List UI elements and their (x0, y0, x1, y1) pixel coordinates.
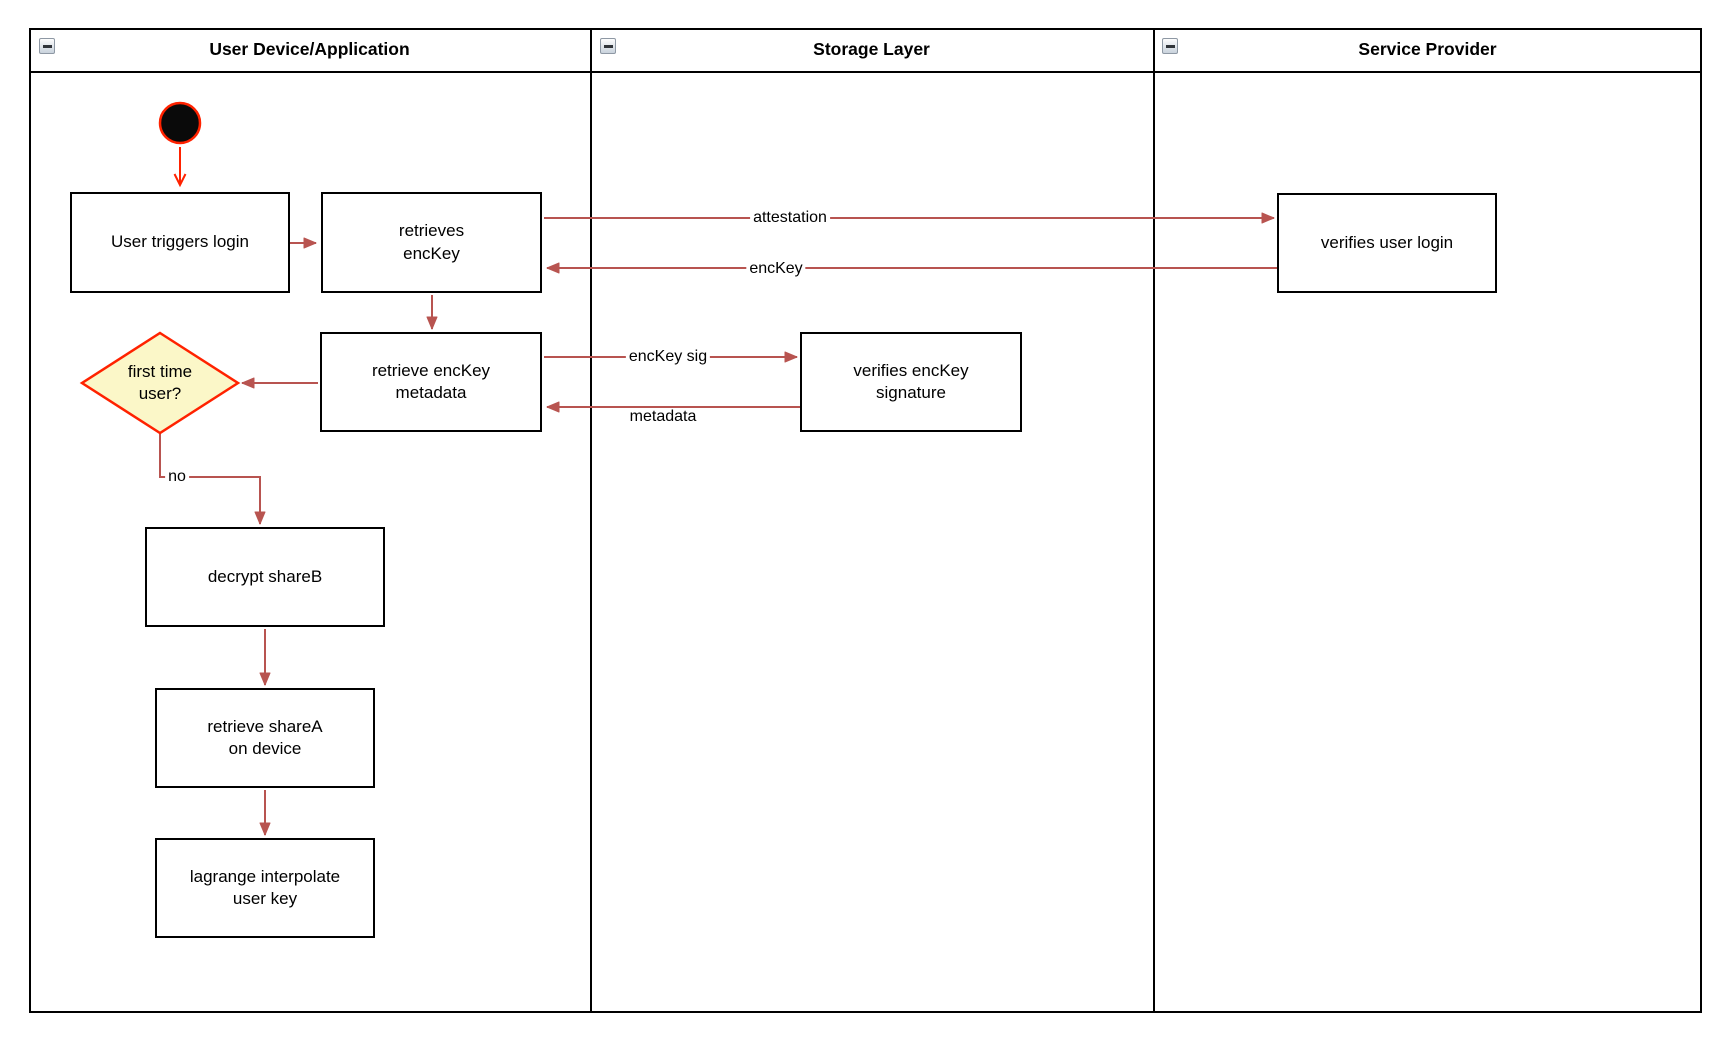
decision-label: first time user? (127, 361, 193, 403)
node-retrieves-enckey[interactable]: retrieves encKey (321, 192, 542, 293)
node-label: retrieve shareA on device (207, 716, 323, 758)
lane-header-storage-layer[interactable]: Storage Layer (590, 28, 1153, 71)
edge-label-enckey: encKey (746, 260, 806, 278)
node-verifies-enckey-signature[interactable]: verifies encKey signature (800, 332, 1022, 432)
collapse-lane-icon[interactable] (600, 38, 616, 54)
node-user-triggers-login[interactable]: User triggers login (70, 192, 290, 293)
lane-separator (590, 28, 592, 1013)
edge-label-no: no (165, 468, 189, 486)
node-retrieve-sharea[interactable]: retrieve shareA on device (155, 688, 375, 788)
node-label: retrieve encKey metadata (371, 360, 491, 402)
node-label: decrypt shareB (207, 566, 323, 586)
minus-icon (42, 44, 52, 48)
lane-header-service-provider[interactable]: Service Provider (1153, 28, 1702, 71)
node-label: verifies encKey signature (853, 360, 969, 402)
lane-header-user-device[interactable]: User Device/Application (29, 28, 590, 71)
edge-label-attestation: attestation (750, 209, 830, 227)
node-decrypt-shareb[interactable]: decrypt shareB (145, 527, 385, 627)
node-label: User triggers login (111, 232, 249, 252)
node-label: retrieves encKey (398, 221, 465, 263)
minus-icon (1165, 44, 1175, 48)
lane-header-separator (29, 71, 1702, 73)
lane-title: Storage Layer (813, 39, 930, 59)
collapse-lane-icon[interactable] (1162, 38, 1178, 54)
lane-title: Service Provider (1358, 39, 1497, 59)
node-lagrange-interpolate[interactable]: lagrange interpolate user key (155, 838, 375, 938)
lane-title: User Device/Application (209, 39, 410, 59)
collapse-lane-icon[interactable] (39, 38, 55, 54)
node-label: lagrange interpolate user key (189, 866, 341, 908)
node-verifies-user-login[interactable]: verifies user login (1277, 193, 1497, 293)
minus-icon (603, 44, 613, 48)
edge-label-metadata: metadata (626, 408, 700, 426)
node-retrieve-enckey-metadata[interactable]: retrieve encKey metadata (320, 332, 542, 432)
node-label: verifies user login (1320, 232, 1454, 252)
edge-label-enckey-sig: encKey sig (625, 348, 711, 366)
lane-separator (1153, 28, 1155, 1013)
